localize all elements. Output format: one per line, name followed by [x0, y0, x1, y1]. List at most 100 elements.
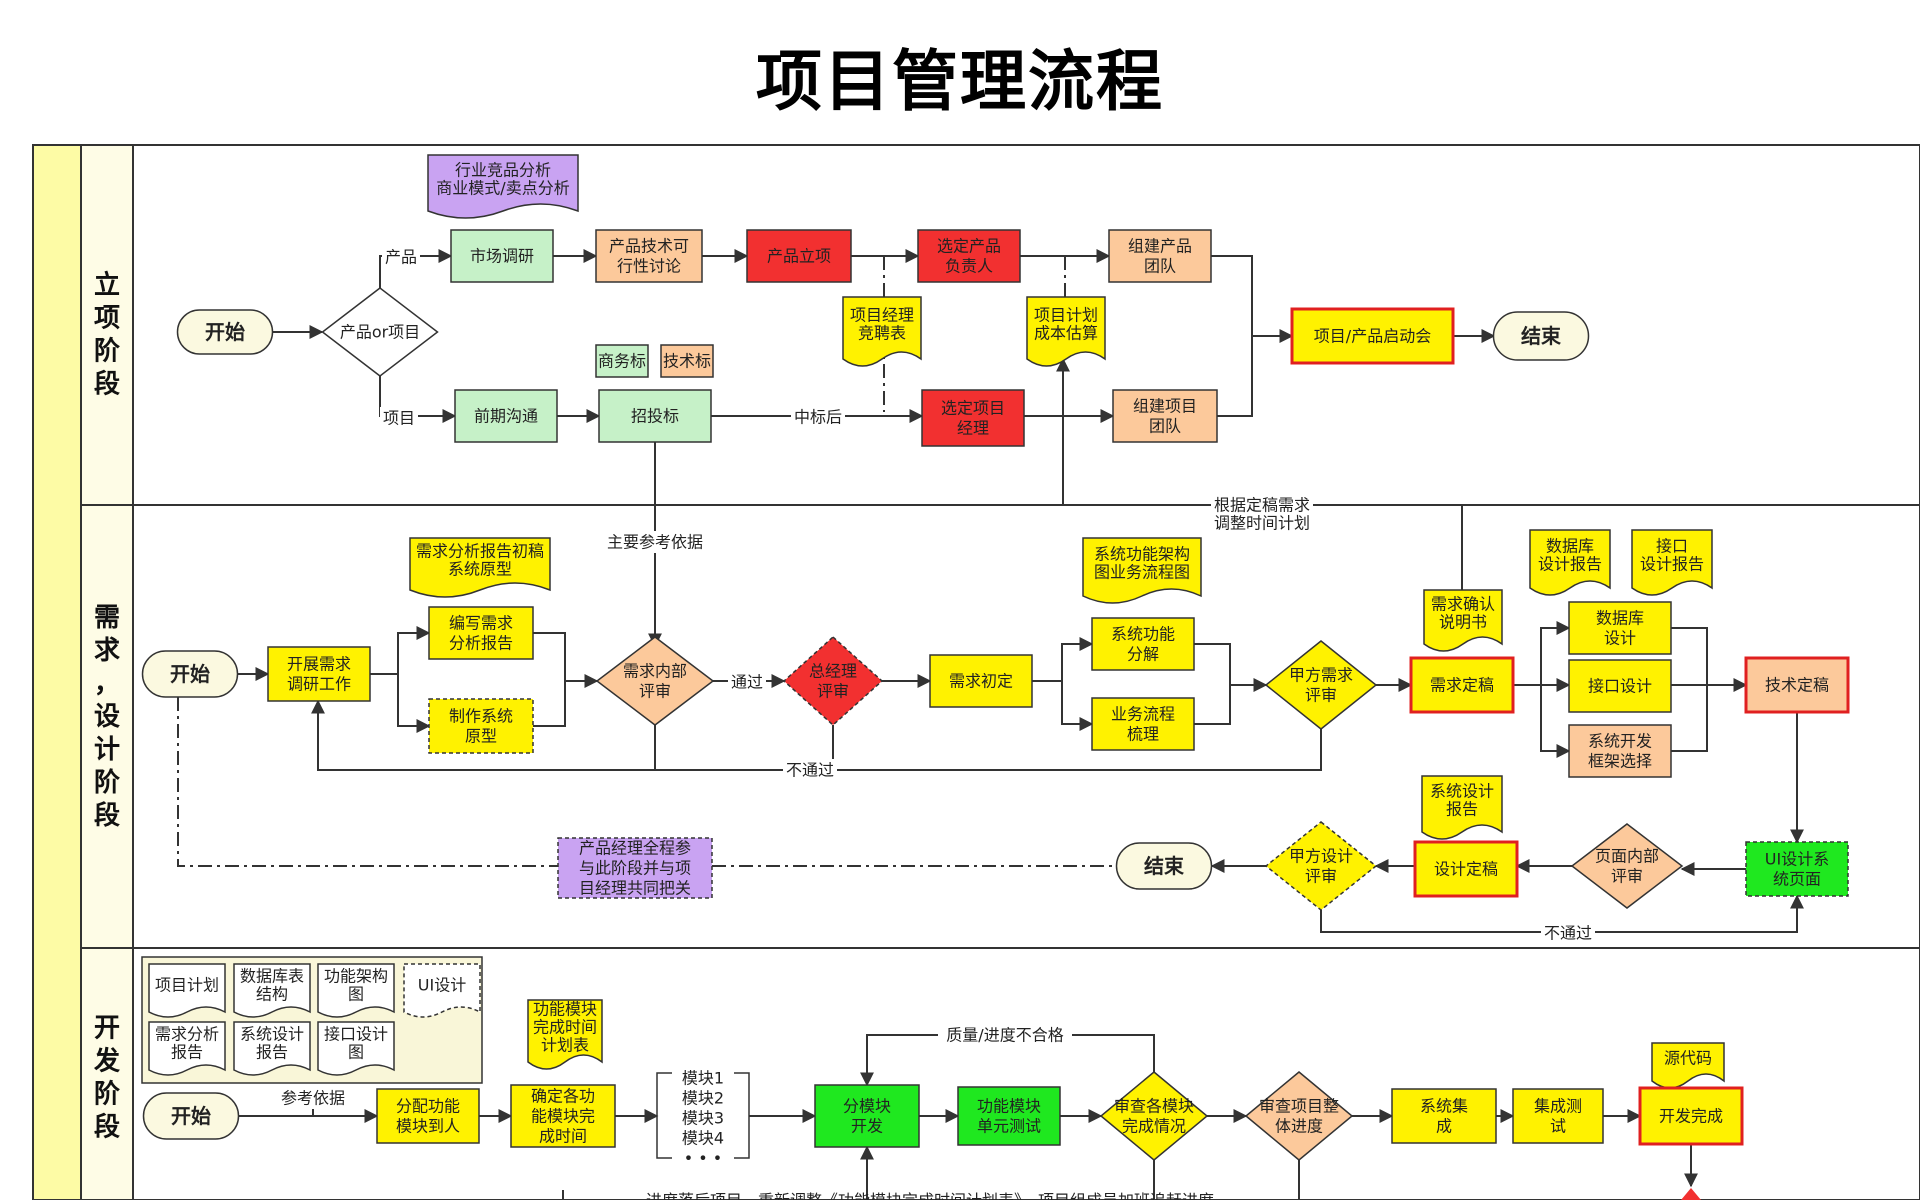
s3-unit-test-shape	[957, 1086, 1061, 1146]
s3-start-terminal: 开始	[142, 1092, 240, 1140]
s1-kickoff-text: 项目/产品启动会	[1314, 327, 1431, 346]
lane-title-char: 阶	[94, 768, 120, 798]
s1-product-team-text-line: 组建产品	[1128, 237, 1192, 256]
s3-module-bracket	[734, 1072, 750, 1159]
s3-note-schedule-shape	[527, 999, 603, 1070]
connector-line	[1032, 637, 1094, 682]
s1-label-after-bid-bg	[791, 406, 845, 428]
s2-note-api-text-line: 设计报告	[1640, 555, 1704, 574]
s2-end-terminal-text: 结束	[1144, 854, 1185, 878]
s3-doc-text-line: 结构	[256, 985, 288, 1004]
s3-integrate-shape	[1391, 1088, 1497, 1144]
s1-label-product-text: 产品	[385, 248, 417, 267]
s3-doc-text-line: 报告	[256, 1043, 288, 1062]
s2-note-db-text-line: 数据库	[1546, 537, 1594, 556]
s3-integrate-text-line: 系统集	[1420, 1097, 1468, 1116]
s2-design-final-text: 设计定稿	[1434, 860, 1498, 879]
s1-label-project: 项目	[380, 407, 418, 429]
s1-pick-owner-text-line: 选定产品	[937, 237, 1001, 256]
s3-doc-text-line: 项目计划	[155, 976, 219, 995]
s1-feasibility-text-line: 产品技术可	[609, 237, 689, 256]
s2-write-req-text-line: 分析报告	[449, 634, 513, 653]
lane-title-char: 阶	[94, 337, 120, 367]
s3-label-ref: 参考依据	[278, 1087, 348, 1109]
connector-line	[1671, 627, 1748, 692]
s3-module-item: • • •	[684, 1149, 722, 1168]
s1-note-plan-shape	[1026, 296, 1106, 367]
s2-gm-review-text-line: 总经理	[809, 662, 857, 681]
s2-note-api-shape	[1631, 529, 1713, 596]
s1-label-adjust-text-line: 根据定稿需求	[1214, 496, 1310, 515]
s2-req-final-text: 需求定稿	[1430, 676, 1494, 695]
s2-research-shape	[267, 646, 371, 702]
s1-tag-tech: 技术标	[660, 344, 714, 378]
s1-tag-business-shape	[595, 344, 649, 378]
s3-doc-text-line: 数据库表	[240, 967, 304, 986]
s2-note-api-text-line: 接口	[1656, 537, 1688, 556]
s2-make-proto-text-line: 制作系统	[449, 707, 513, 726]
s1-note-analysis-shape	[427, 154, 579, 219]
s1-pre-comm: 前期沟通	[454, 389, 558, 443]
s1-label-main-ref-text: 主要参考依据	[607, 533, 703, 552]
s2-make-proto-shape	[428, 698, 534, 754]
s1-feasibility-shape	[595, 229, 703, 283]
s1-pick-pm-text-line: 选定项目	[941, 399, 1005, 418]
s2-gm-review-shape	[782, 635, 884, 727]
connector-line	[1513, 621, 1571, 686]
s3-doc-text-line: UI设计	[418, 976, 466, 995]
s2-ui-design-text-line: UI设计系	[1765, 850, 1829, 869]
s1-market-research: 市场调研	[450, 229, 554, 283]
s2-note-confirm-text-line: 需求确认	[1431, 595, 1495, 614]
s2-label-pass: 通过	[728, 671, 766, 693]
s2-start-terminal-text: 开始	[170, 662, 210, 686]
s1-note-plan-text-line: 成本估算	[1034, 324, 1098, 343]
s1-tag-tech-text: 技术标	[663, 352, 711, 371]
s3-integ-test-shape	[1512, 1088, 1604, 1144]
s3-set-time-shape	[510, 1084, 616, 1148]
s2-note-db-shape	[1529, 529, 1611, 596]
s3-assign-text-line: 分配功能	[396, 1097, 460, 1116]
s3-doc-text-line: 功能架构	[324, 967, 388, 986]
s2-start-terminal: 开始	[141, 650, 239, 698]
s2-note-report-text-line: 系统原型	[448, 560, 512, 579]
connector-line	[1671, 685, 1708, 752]
s3-integrate-text-line: 成	[1436, 1117, 1452, 1136]
s2-label-fail-bg	[783, 759, 837, 781]
s1-bidding-shape	[598, 389, 712, 443]
s2-note-confirm-text-line: 说明书	[1439, 613, 1487, 632]
s3-unit-test-text-line: 单元测试	[977, 1117, 1041, 1136]
s1-market-research-shape	[450, 229, 554, 283]
s3-doc-text-line: 系统设计	[240, 1025, 304, 1044]
s3-doc-shape	[403, 963, 481, 1018]
s3-module-item: 模块2	[682, 1089, 724, 1108]
lane-title-char: 阶	[94, 1080, 120, 1110]
s2-design-final: 设计定稿	[1413, 840, 1519, 898]
s1-label-adjust-text-line: 调整时间计划	[1214, 514, 1310, 533]
connector-line	[1194, 643, 1268, 692]
lane-title-char: ，	[94, 669, 120, 699]
lane-title-char: 项	[94, 304, 120, 334]
s3-doc-shape	[148, 963, 226, 1018]
s2-req-draft-shape	[929, 654, 1033, 708]
s2-research-text-line: 调研工作	[287, 675, 351, 694]
connector-line	[1540, 685, 1571, 758]
s3-unit-test-text-line: 功能模块	[977, 1097, 1041, 1116]
s3-label-ref-bg	[278, 1087, 348, 1109]
s2-api-design: 接口设计	[1568, 659, 1672, 713]
s2-tech-final-shape	[1744, 656, 1850, 714]
s2-research-text-line: 开展需求	[287, 655, 351, 674]
